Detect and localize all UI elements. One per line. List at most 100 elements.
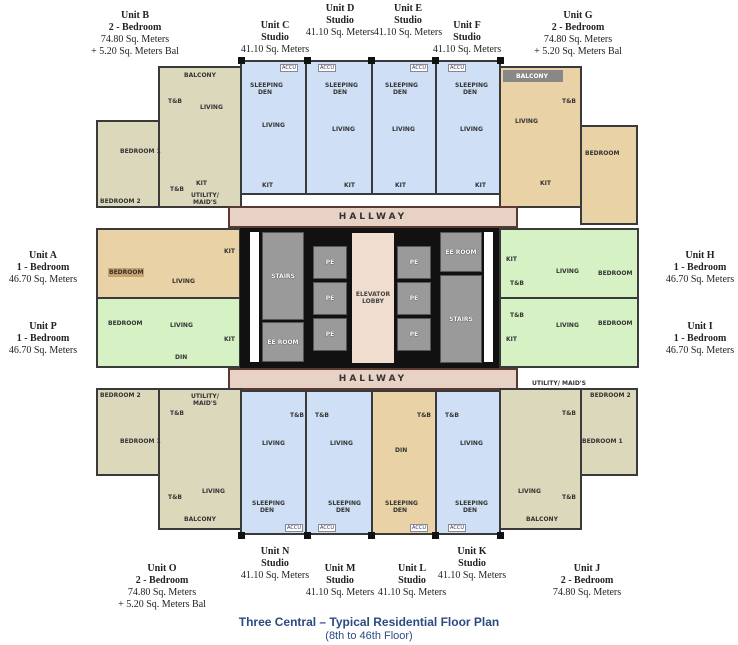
hallway-top: HALLWAY — [228, 206, 518, 228]
room-label: LIVING — [556, 268, 579, 275]
elevator-lobby: ELEVATOR LOBBY — [352, 233, 394, 363]
shaft — [250, 232, 259, 362]
unit-area: 74.80 Sq. Meters — [543, 34, 613, 45]
column — [238, 532, 245, 539]
unit-area: 41.10 Sq. Meters — [240, 570, 310, 581]
room-label: UTILITY/ MAID'S — [191, 192, 219, 206]
room-label: KIT — [395, 182, 406, 189]
unit-p[interactable] — [96, 297, 241, 368]
room-label: SLEEPING DEN — [250, 82, 283, 96]
room-label: BEDROOM — [585, 150, 620, 157]
room-label: BEDROOM 2 — [100, 198, 141, 205]
room-label: T&B — [315, 412, 329, 419]
unit-name: Unit E — [393, 3, 423, 14]
plan-subtitle: (8th to 46th Floor) — [325, 630, 413, 642]
unit-h[interactable] — [499, 228, 639, 299]
column — [238, 57, 245, 64]
room-label: BEDROOM — [598, 320, 633, 327]
room-label: LIVING — [330, 440, 353, 447]
room-label: LIVING — [262, 440, 285, 447]
room-label: LIVING — [515, 118, 538, 125]
unit-type: Studio — [261, 558, 289, 569]
room-label: SLEEPING DEN — [385, 82, 418, 96]
accu-label: ACCU — [318, 524, 336, 532]
room-label: BEDROOM — [108, 320, 143, 327]
elevator: PE — [313, 282, 347, 315]
unit-type: Studio — [398, 575, 426, 586]
room-label: KIT — [475, 182, 486, 189]
unit-area: 74.80 Sq. Meters — [100, 34, 170, 45]
accu-label: ACCU — [410, 524, 428, 532]
room-label: BALCONY — [184, 516, 216, 523]
unit-area: 46.70 Sq. Meters — [8, 274, 78, 285]
room-label: T&B — [445, 412, 459, 419]
unit-area: 41.10 Sq. Meters — [240, 44, 310, 55]
room-label: T&B — [290, 412, 304, 419]
room-label: LIVING — [460, 440, 483, 447]
unit-name: Unit I — [687, 321, 713, 332]
unit-type: Studio — [453, 32, 481, 43]
room-label: T&B — [417, 412, 431, 419]
unit-g[interactable] — [499, 66, 582, 208]
unit-name: Unit F — [453, 20, 481, 31]
unit-k[interactable] — [435, 390, 501, 535]
unit-m[interactable] — [305, 390, 373, 535]
unit-name: Unit L — [397, 563, 427, 574]
room-label: T&B — [510, 312, 524, 319]
room-label: KIT — [506, 256, 517, 263]
room-label: T&B — [168, 494, 182, 501]
accu-label: ACCU — [318, 64, 336, 72]
unit-area: 46.70 Sq. Meters — [665, 345, 735, 356]
unit-type: Studio — [458, 558, 486, 569]
column — [497, 532, 504, 539]
unit-area: 41.10 Sq. Meters — [432, 44, 502, 55]
unit-j-wing — [580, 388, 638, 476]
unit-type: 1 - Bedroom — [16, 333, 70, 344]
room-label: SLEEPING DEN — [455, 500, 488, 514]
ee-room-right: EE ROOM — [440, 232, 482, 272]
room-label: LIVING — [556, 322, 579, 329]
unit-i[interactable] — [499, 297, 639, 368]
elevator: PE — [313, 246, 347, 279]
room-label: LIVING — [172, 278, 195, 285]
room-label: LIVING — [460, 126, 483, 133]
room-label: BALCONY — [184, 72, 216, 79]
room-label: BALCONY — [526, 516, 558, 523]
unit-l[interactable] — [371, 390, 437, 535]
accu-label: ACCU — [280, 64, 298, 72]
room-label: UTILITY/ MAID'S — [191, 393, 219, 407]
room-label: SLEEPING DEN — [325, 82, 358, 96]
unit-j[interactable] — [499, 388, 582, 530]
room-label: T&B — [562, 98, 576, 105]
unit-name: Unit K — [457, 546, 487, 557]
unit-type: Studio — [394, 15, 422, 26]
elevator: PE — [397, 246, 431, 279]
unit-name: Unit B — [120, 10, 150, 21]
room-label: BEDROOM — [598, 270, 633, 277]
unit-f[interactable] — [435, 60, 501, 195]
column — [304, 532, 311, 539]
accu-label: ACCU — [448, 524, 466, 532]
room-label: LIVING — [202, 488, 225, 495]
room-label: BEDROOM 1 — [120, 438, 161, 445]
unit-e[interactable] — [371, 60, 437, 195]
room-label: LIVING — [170, 322, 193, 329]
room-label: BEDROOM 2 — [100, 392, 141, 399]
room-label: SLEEPING DEN — [328, 500, 361, 514]
unit-name: Unit M — [324, 563, 356, 574]
elevator: PE — [313, 318, 347, 351]
unit-area: 41.10 Sq. Meters — [305, 27, 375, 38]
unit-area: 46.70 Sq. Meters — [8, 345, 78, 356]
unit-a[interactable] — [96, 228, 241, 299]
elevator: PE — [397, 318, 431, 351]
room-label: T&B — [170, 186, 184, 193]
unit-type: 1 - Bedroom — [673, 262, 727, 273]
column — [304, 57, 311, 64]
